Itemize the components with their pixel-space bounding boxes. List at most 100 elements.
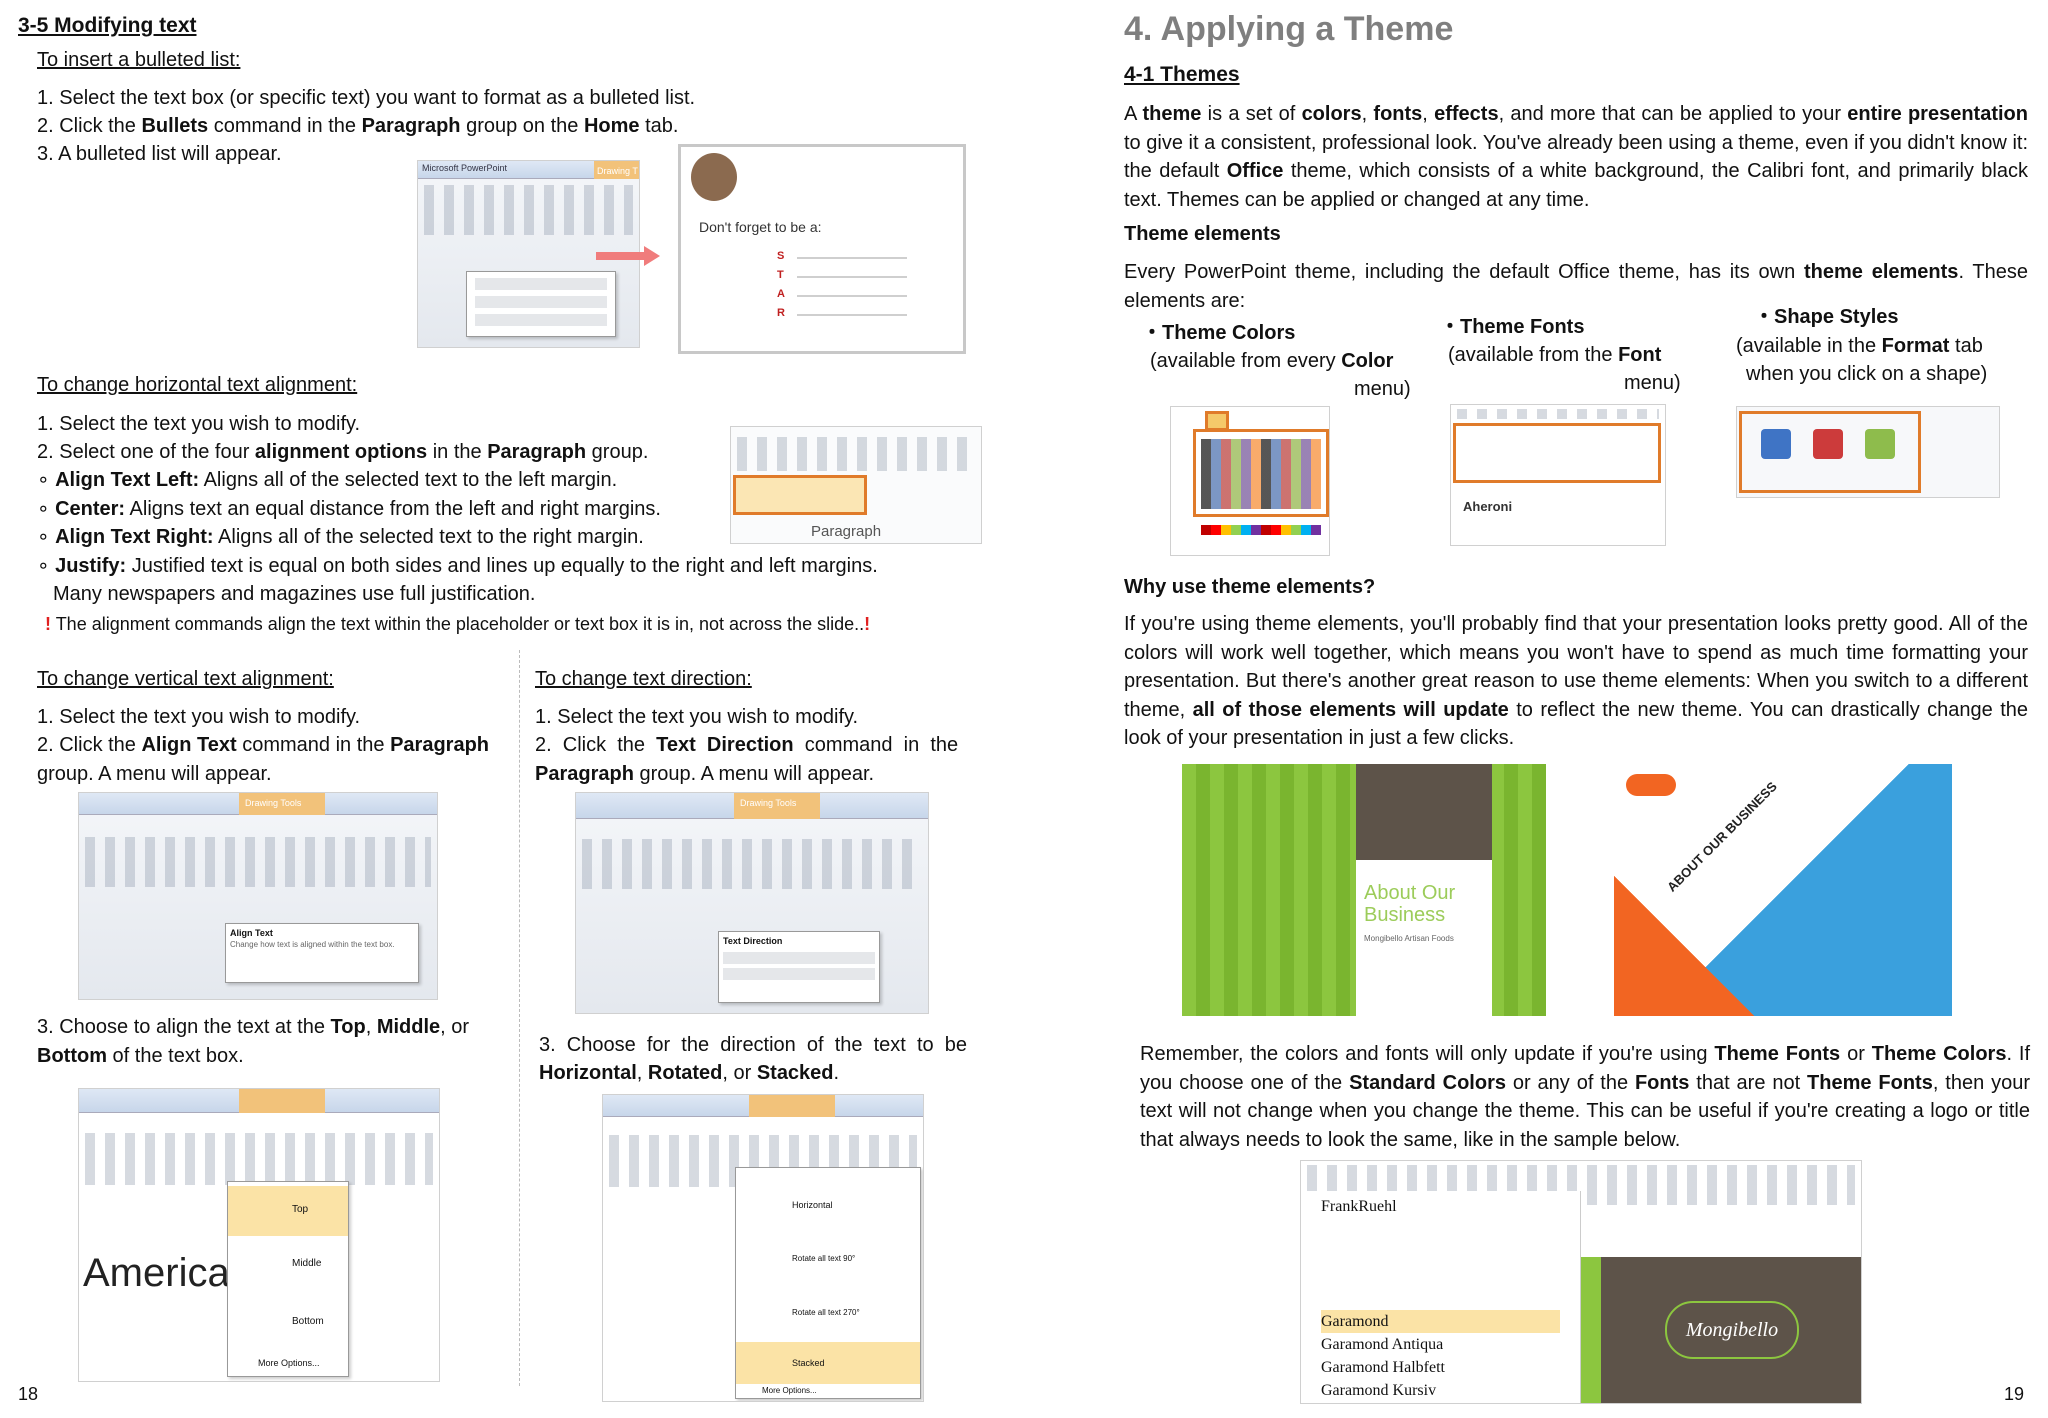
logo-sample: Mongibello <box>1665 1301 1799 1359</box>
bulleted-step-1: 1. Select the text box (or specific text… <box>37 87 696 109</box>
shape-styles-screenshot <box>1736 406 2000 498</box>
text-direction-menu-screenshot: Horizontal Rotate all text 90° Rotate al… <box>602 1094 924 1402</box>
font-item[interactable]: Garamond Kursiv <box>1321 1382 1437 1399</box>
text-direction-tooltip: Text Direction <box>718 931 880 1003</box>
ribbon-bar: Microsoft PowerPoint Drawing T <box>418 161 639 179</box>
right-page: 4. Applying a Theme 4-1 Themes A theme i… <box>1024 0 2048 1418</box>
direction-step-3-cont: Horizontal, Rotated, or Stacked. <box>539 1062 840 1084</box>
theme-colors-highlight <box>1193 429 1329 517</box>
bulleted-step-2: 2. Click the Bullets command in the Para… <box>37 115 679 137</box>
slide-white-panel: About Our Business Mongibello Artisan Fo… <box>1356 860 1492 1016</box>
menu-item-stacked[interactable]: Stacked <box>736 1342 920 1384</box>
ribbon-icons <box>737 437 975 471</box>
ribbon-icons <box>582 839 922 889</box>
color-swatches <box>1201 439 1321 509</box>
font-item[interactable]: Garamond Halbfett <box>1321 1359 1445 1376</box>
left-page: 3-5 Modifying text To insert a bulleted … <box>18 14 982 1404</box>
menu-item-top[interactable]: Top <box>228 1186 348 1236</box>
justify-item: ∘ Justify: Justified text is equal on bo… <box>37 555 878 577</box>
theme-fonts-screenshot: Aheroni <box>1450 404 1666 546</box>
ribbon-icons <box>85 1133 433 1185</box>
menu-item-rotate-270[interactable]: Rotate all text 270° <box>792 1308 860 1317</box>
direction-step-3: 3. Choose for the direction of the text … <box>539 1034 968 1056</box>
shape-styles-highlight <box>1739 411 1921 493</box>
align-text-tooltip: Align Text Change how text is aligned wi… <box>225 923 419 983</box>
font-item[interactable]: Garamond Antiqua <box>1321 1336 1444 1353</box>
direction-step-1: 1. Select the text you wish to modify. <box>535 706 859 728</box>
blue-theme-slide: ABOUT OUR BUSINESS <box>1614 764 1952 1016</box>
green-theme-slide: About Our Business Mongibello Artisan Fo… <box>1182 764 1546 1016</box>
font-item-selected[interactable]: Garamond <box>1321 1310 1560 1333</box>
intro-paragraph: A theme is a set of colors, fonts, effec… <box>1124 103 2028 211</box>
vertical-step-3-cont: Bottom of the text box. <box>37 1045 244 1067</box>
horizontal-heading: To change horizontal text alignment: <box>37 374 358 396</box>
align-left-item: ∘ Align Text Left: Aligns all of the sel… <box>37 469 618 491</box>
menu-item-more-options[interactable]: More Options... <box>258 1358 320 1368</box>
center-item: ∘ Center: Aligns text an equal distance … <box>37 498 661 520</box>
font-logo-screenshot: FrankRuehl Garamond Garamond Antiqua Gar… <box>1300 1160 1862 1404</box>
column-divider <box>519 650 520 1386</box>
ribbon-bar: Drawing Tools <box>576 793 928 819</box>
theme-colors-screenshot <box>1170 406 1330 556</box>
shape-styles-sub: (available in the Format tab <box>1736 335 1983 357</box>
theme-colors-sub: (available from every Color <box>1150 350 1394 372</box>
ribbon-bar: Drawing Tools <box>79 793 437 815</box>
slide1-title: About Our Business <box>1364 882 1456 926</box>
menu-item-rotate-90[interactable]: Rotate all text 90° <box>792 1254 856 1263</box>
vertical-step-2-cont: group. A menu will appear. <box>37 763 272 785</box>
alignment-buttons-highlight <box>733 475 867 515</box>
shape-style-green[interactable] <box>1865 429 1895 459</box>
bullet-lines <box>797 251 907 325</box>
section-title-4-1: 4-1 Themes <box>1124 63 1240 86</box>
shape-style-blue[interactable] <box>1761 429 1791 459</box>
bulleted-step-3: 3. A bulleted list will appear. <box>37 143 282 165</box>
font-item[interactable]: FrankRuehl <box>1321 1198 1397 1215</box>
ribbon-icons <box>85 837 431 887</box>
color-button-highlight <box>1205 411 1229 431</box>
align-text-ribbon-screenshot: Drawing Tools Align Text Change how text… <box>78 792 438 1000</box>
arrow-right-icon <box>644 246 660 266</box>
text-direction-ribbon-screenshot: Drawing Tools Text Direction <box>575 792 929 1014</box>
page-number-left: 18 <box>18 1384 39 1404</box>
ribbon-bar <box>603 1095 923 1117</box>
vertical-heading: To change vertical text alignment: <box>37 668 334 690</box>
justify-item-cont: Many newspapers and magazines use full j… <box>53 583 536 605</box>
shape-style-red[interactable] <box>1813 429 1843 459</box>
bulleted-heading: To insert a bulleted list: <box>37 49 241 71</box>
direction-step-2: 2. Click the Text Direction command in t… <box>535 734 959 756</box>
vertical-step-2: 2. Click the Align Text command in the P… <box>37 734 490 756</box>
why-heading: Why use theme elements? <box>1124 576 1376 598</box>
alignment-note: ! The alignment commands align the text … <box>45 614 871 634</box>
theme-fonts-sub-2: menu) <box>1624 372 1681 394</box>
theme-fonts-title: ・Theme Fonts <box>1440 316 1585 338</box>
menu-item-more-options[interactable]: More Options... <box>762 1386 817 1395</box>
horizontal-step-2: 2. Select one of the four alignment opti… <box>37 441 649 463</box>
why-paragraph: If you're using theme elements, you'll p… <box>1124 613 2028 749</box>
menu-item-bottom[interactable]: Bottom <box>292 1316 324 1327</box>
theme-colors-sub-2: menu) <box>1354 378 1411 400</box>
theme-fonts-sub: (available from the Font <box>1448 344 1662 366</box>
direction-step-2-cont: Paragraph group. A menu will appear. <box>535 763 875 785</box>
page-number-right: 19 <box>2004 1384 2025 1404</box>
section-title-3-5: 3-5 Modifying text <box>18 14 197 37</box>
ribbon-bar <box>79 1089 439 1113</box>
orange-triangle <box>1614 876 1754 1016</box>
vertical-step-1: 1. Select the text you wish to modify. <box>37 706 361 728</box>
portrait-image <box>691 153 737 201</box>
align-text-menu-screenshot: America ory Top Middle Bottom More Optio… <box>78 1088 440 1382</box>
slide1-subtitle: Mongibello Artisan Foods <box>1364 934 1454 943</box>
bullets-ribbon-screenshot: Microsoft PowerPoint Drawing T <box>417 160 640 348</box>
drawing-tools-tab: Drawing T <box>594 161 639 179</box>
logo-panel <box>1356 764 1492 860</box>
logo-sample-panel: Mongibello <box>1601 1257 1861 1403</box>
font-list-item: Aheroni <box>1463 499 1513 514</box>
menu-item-horizontal[interactable]: Horizontal <box>792 1200 833 1210</box>
ribbon-icons <box>1457 409 1659 419</box>
green-strip <box>1581 1257 1601 1403</box>
menu-item-middle[interactable]: Middle <box>292 1258 322 1269</box>
align-text-menu: Top Middle Bottom More Options... <box>227 1181 349 1377</box>
chapter-title: 4. Applying a Theme <box>1124 10 1454 48</box>
arrow-bar <box>596 252 646 260</box>
